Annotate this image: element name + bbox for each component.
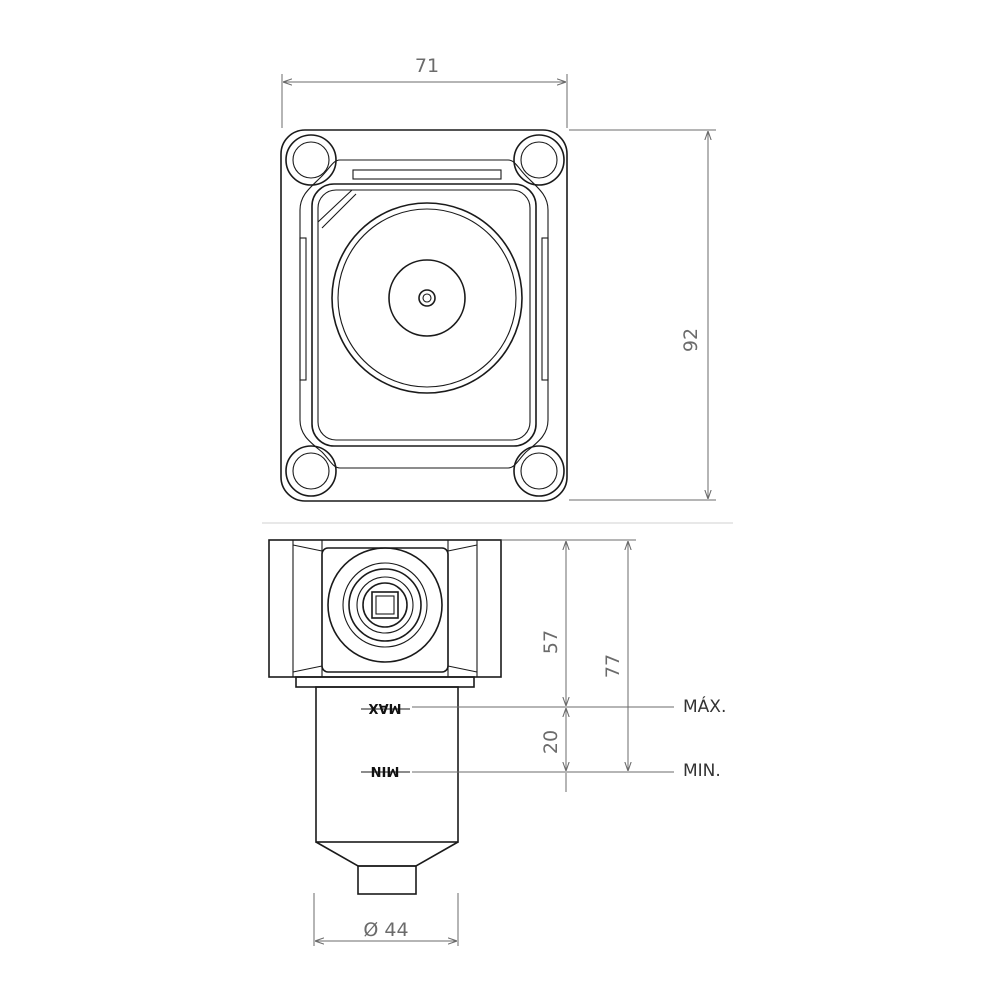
left-side-tab — [299, 237, 307, 381]
min-label: MIN. — [683, 761, 721, 781]
float-center-pin — [418, 289, 436, 307]
inner-chamber-wall — [317, 189, 531, 441]
dimension-body-height: 57 — [540, 541, 566, 706]
top-view — [280, 129, 568, 502]
hole-top-right-inner — [520, 141, 558, 179]
front-view: MAX MIN — [268, 539, 502, 895]
inlet-ring-4 — [356, 576, 414, 634]
max-mark-text: MAX — [368, 700, 401, 715]
min-mark-text: MIN — [371, 763, 400, 778]
dimension-total-height: 77 — [602, 541, 628, 771]
hole-top-left-inner — [292, 141, 330, 179]
dimension-diameter: Ø 44 — [313, 893, 459, 946]
outlet-nozzle — [357, 865, 417, 895]
inlet-ring-3 — [348, 568, 422, 642]
hole-bottom-right-inner — [520, 452, 558, 490]
head-block — [268, 539, 502, 678]
min-mark: MIN — [361, 763, 410, 778]
float-disc-rim — [337, 208, 517, 388]
square-drive-inner — [375, 595, 395, 615]
hole-top-right — [513, 134, 565, 186]
corner-chamfer — [317, 189, 357, 229]
square-drive — [371, 591, 399, 619]
float-hub — [388, 259, 466, 337]
dimension-total-height-text: 77 — [602, 654, 624, 678]
top-slot — [352, 169, 502, 180]
dimension-body-height-text: 57 — [540, 630, 562, 654]
body-cylinder — [315, 686, 459, 843]
flange — [295, 676, 475, 688]
top-view-inner-frame — [299, 159, 549, 469]
central-boss — [321, 547, 449, 673]
hole-top-left — [285, 134, 337, 186]
hole-bottom-left-inner — [292, 452, 330, 490]
body-cone — [315, 841, 459, 867]
float-disc — [331, 202, 523, 394]
right-side-tab — [541, 237, 549, 381]
hole-bottom-left — [285, 445, 337, 497]
inlet-ring-2 — [342, 562, 428, 648]
inner-chamber — [311, 183, 537, 447]
dimension-width-text: 71 — [415, 55, 439, 77]
dimension-range: 20 — [540, 708, 566, 792]
dimension-diameter-text: Ø 44 — [363, 919, 408, 941]
inlet-ring-5 — [362, 582, 408, 628]
top-view-outer-frame — [280, 129, 568, 502]
float-center-pin-inner — [422, 293, 432, 303]
max-label: MÁX. — [683, 695, 726, 717]
inlet-outer-ring — [327, 547, 443, 663]
hole-bottom-right — [513, 445, 565, 497]
dimension-height: 92 — [569, 129, 716, 501]
dimension-width: 71 — [281, 55, 568, 128]
dimension-height-text: 92 — [680, 328, 702, 352]
max-mark: MAX — [361, 700, 410, 715]
dimension-range-text: 20 — [540, 730, 562, 754]
